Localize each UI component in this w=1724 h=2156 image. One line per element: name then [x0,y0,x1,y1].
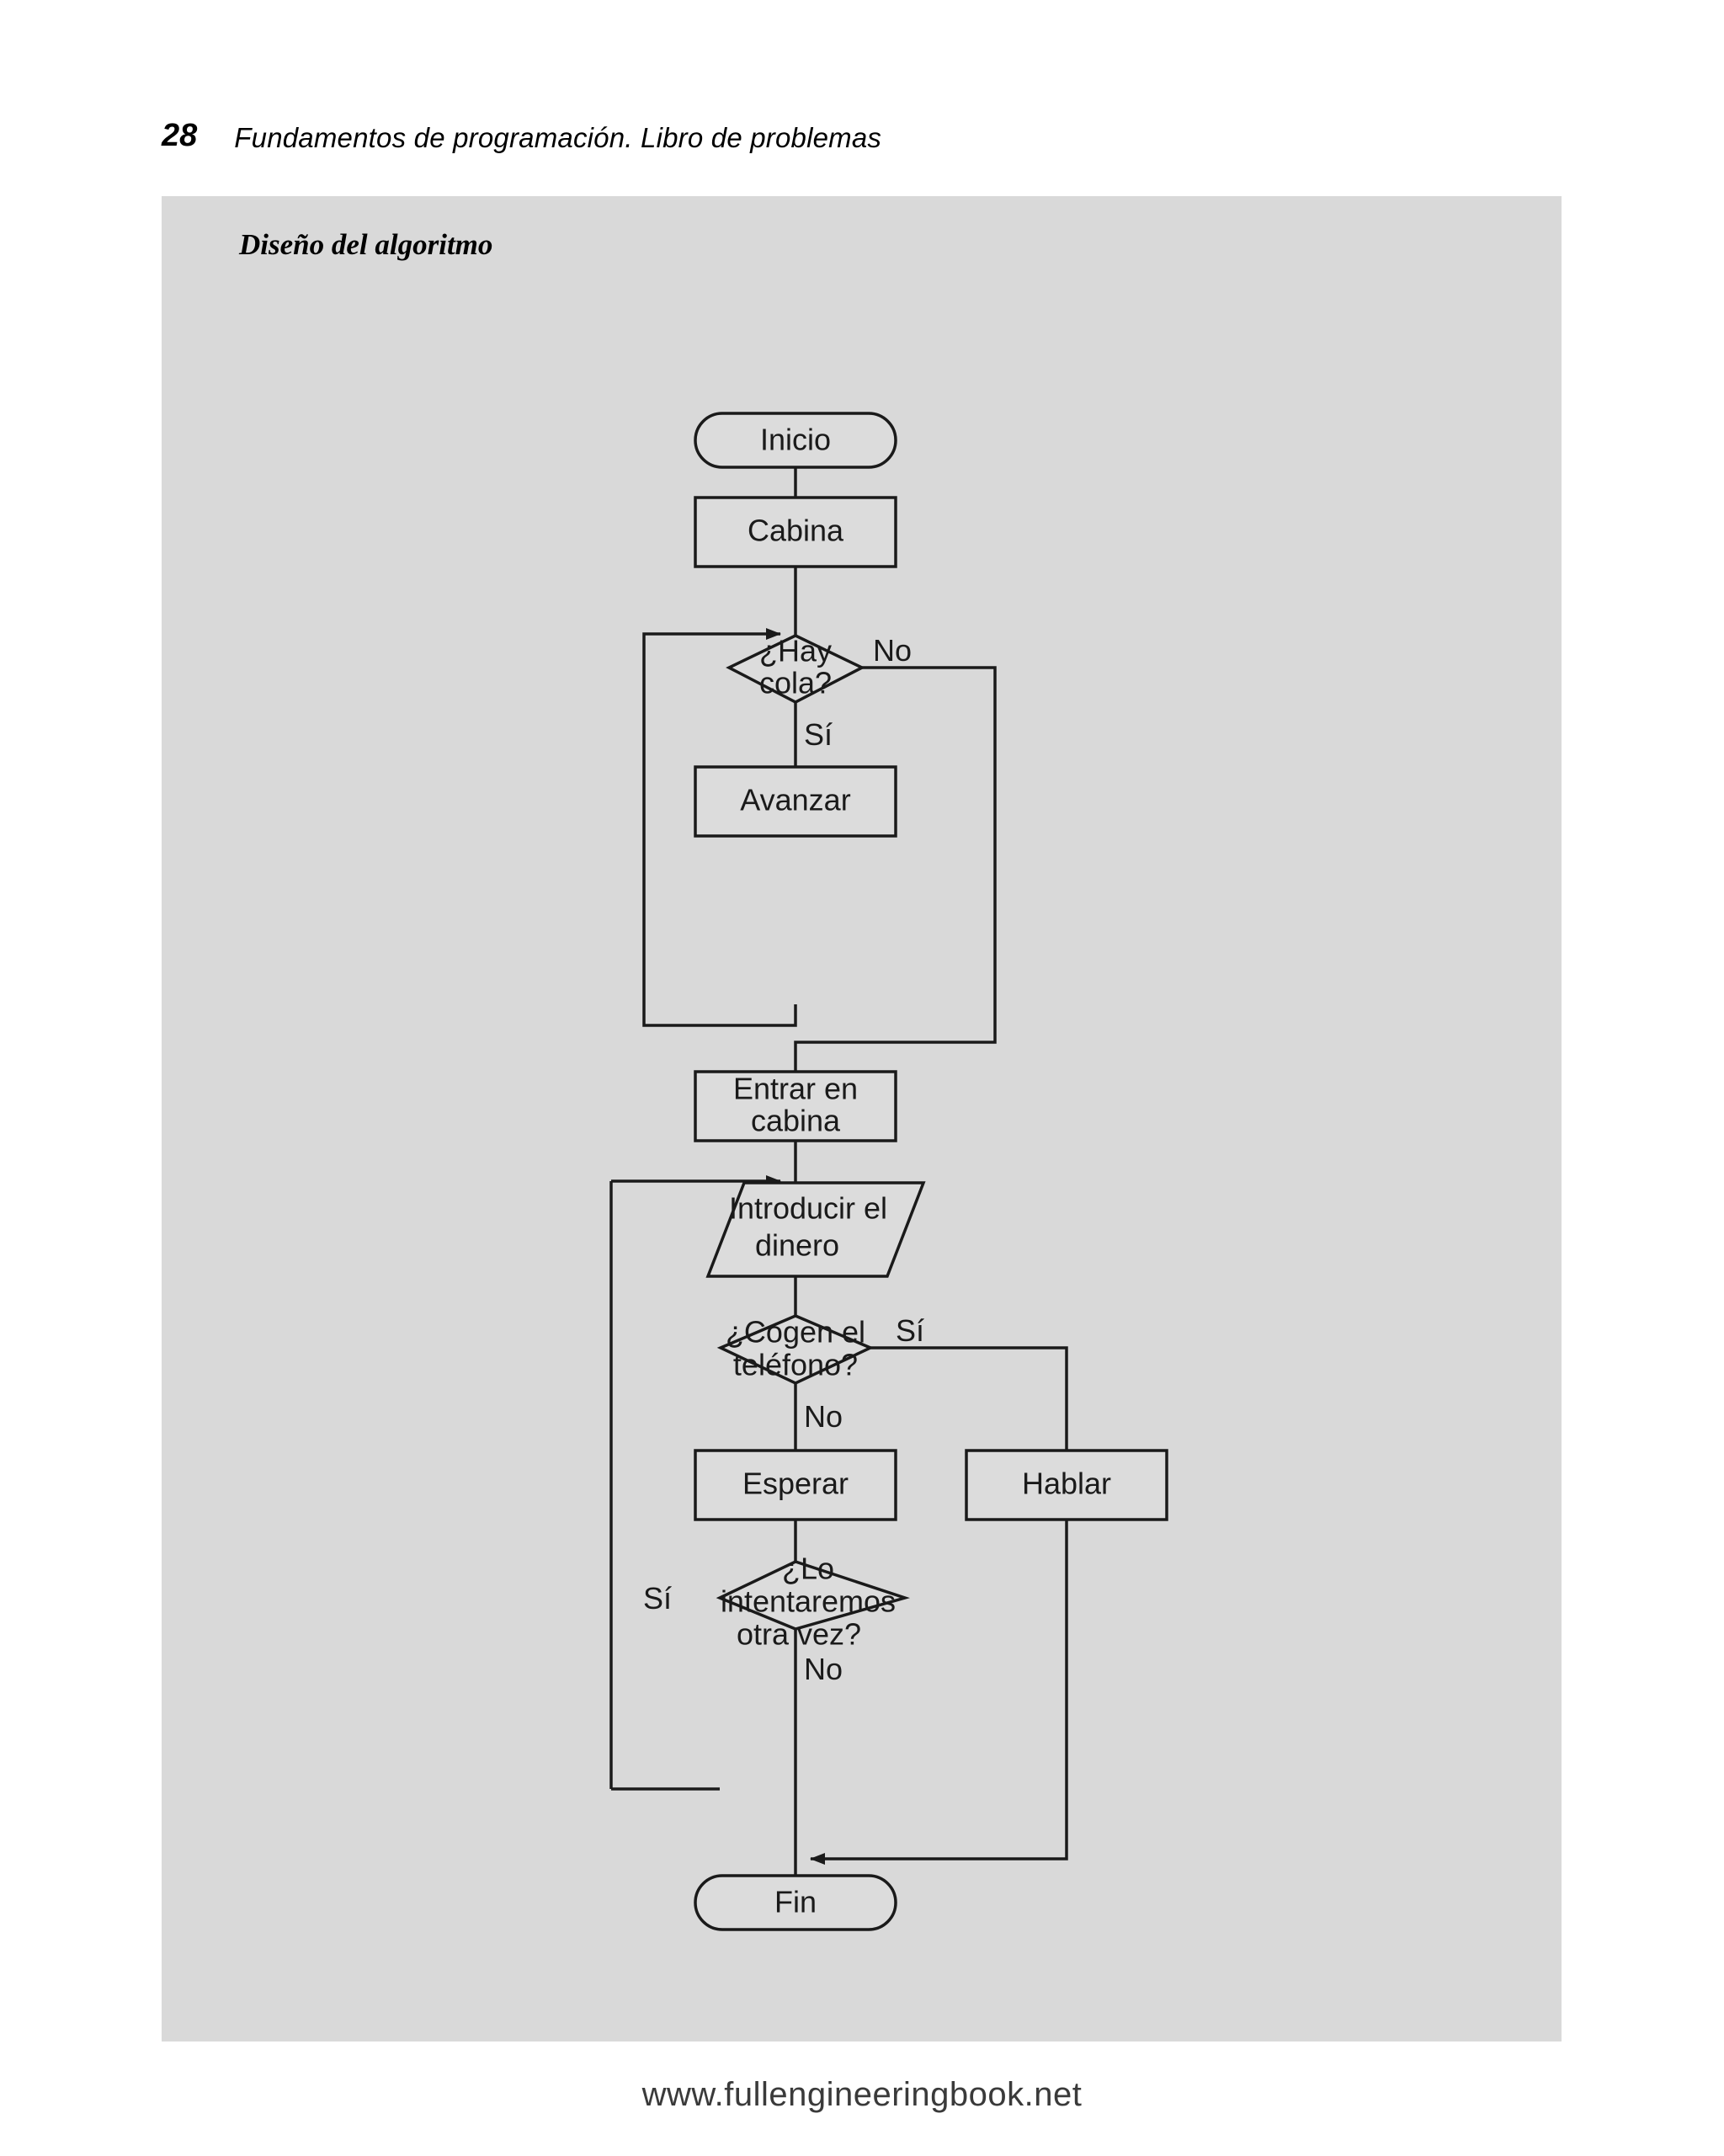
node-entrar-en-cabina [694,1070,897,1142]
footer-url: www.fullengineeringbook.net [641,2076,1083,2113]
node-cabina [694,496,897,568]
content-panel: Diseño del algoritmo [162,196,1562,2042]
node-cogen-label-1: ¿Cogen el [726,1315,865,1349]
node-hay-cola-label-1: ¿Hay [759,634,832,668]
page-running-title: Fundamentos de programación. Libro de pr… [234,122,882,153]
flowchart-diagram: Inicio Cabina ¿Hay cola? Avanzar Entrar … [609,412,1168,1931]
node-esperar [694,1449,897,1521]
node-fin-label: Fin [774,1885,817,1919]
node-avanzar [694,765,897,838]
edge-label-hay-cola-no: No [873,633,912,668]
node-cogen-telefono [716,1314,875,1385]
node-fin [694,1874,897,1931]
node-entrar-label-1: Entrar en [733,1072,858,1106]
node-intentaremos-otra-vez [716,1560,910,1631]
node-inicio-label: Inicio [760,423,831,457]
node-introducir-dinero [705,1181,926,1278]
node-introducir-label-2: dinero [755,1228,839,1263]
node-hay-cola-label-2: cola? [759,666,832,700]
page-header: 28 Fundamentos de programación. Libro de… [162,101,1508,152]
node-hay-cola [726,634,865,704]
node-cogen-label-2: teléfono? [733,1348,858,1382]
edge-label-cogen-no: No [804,1399,843,1434]
section-heading: Diseño del algoritmo [239,228,493,261]
page-footer: www.fullengineeringbook.net [0,2076,1724,2114]
node-hablar [965,1449,1168,1521]
edge-haycola-no [794,666,997,1072]
node-entrar-label-2: cabina [751,1104,841,1138]
edge-avanzar-loopback [642,628,797,1027]
node-esperar-label: Esperar [742,1467,849,1501]
edge-label-intentar-si: Sí [643,1581,672,1616]
edge-hablar-fin [810,1520,1068,1865]
edge-label-hay-cola-si: Sí [804,717,833,752]
edge-cogen-si-hablar [870,1346,1068,1451]
node-inicio [694,412,897,469]
page-number: 28 [162,118,198,153]
node-avanzar-label: Avanzar [740,783,850,817]
node-introducir-label-1: Introducir el [729,1191,887,1226]
node-intentar-label-1: ¿Lo [782,1552,834,1586]
edge-label-intentar-no: No [804,1652,843,1686]
node-intentar-label-2: intentaremos [721,1584,896,1619]
node-intentar-label-3: otra vez? [737,1617,861,1652]
edge-label-cogen-si: Sí [896,1313,924,1348]
node-cabina-label: Cabina [748,514,844,548]
node-hablar-label: Hablar [1022,1467,1111,1501]
